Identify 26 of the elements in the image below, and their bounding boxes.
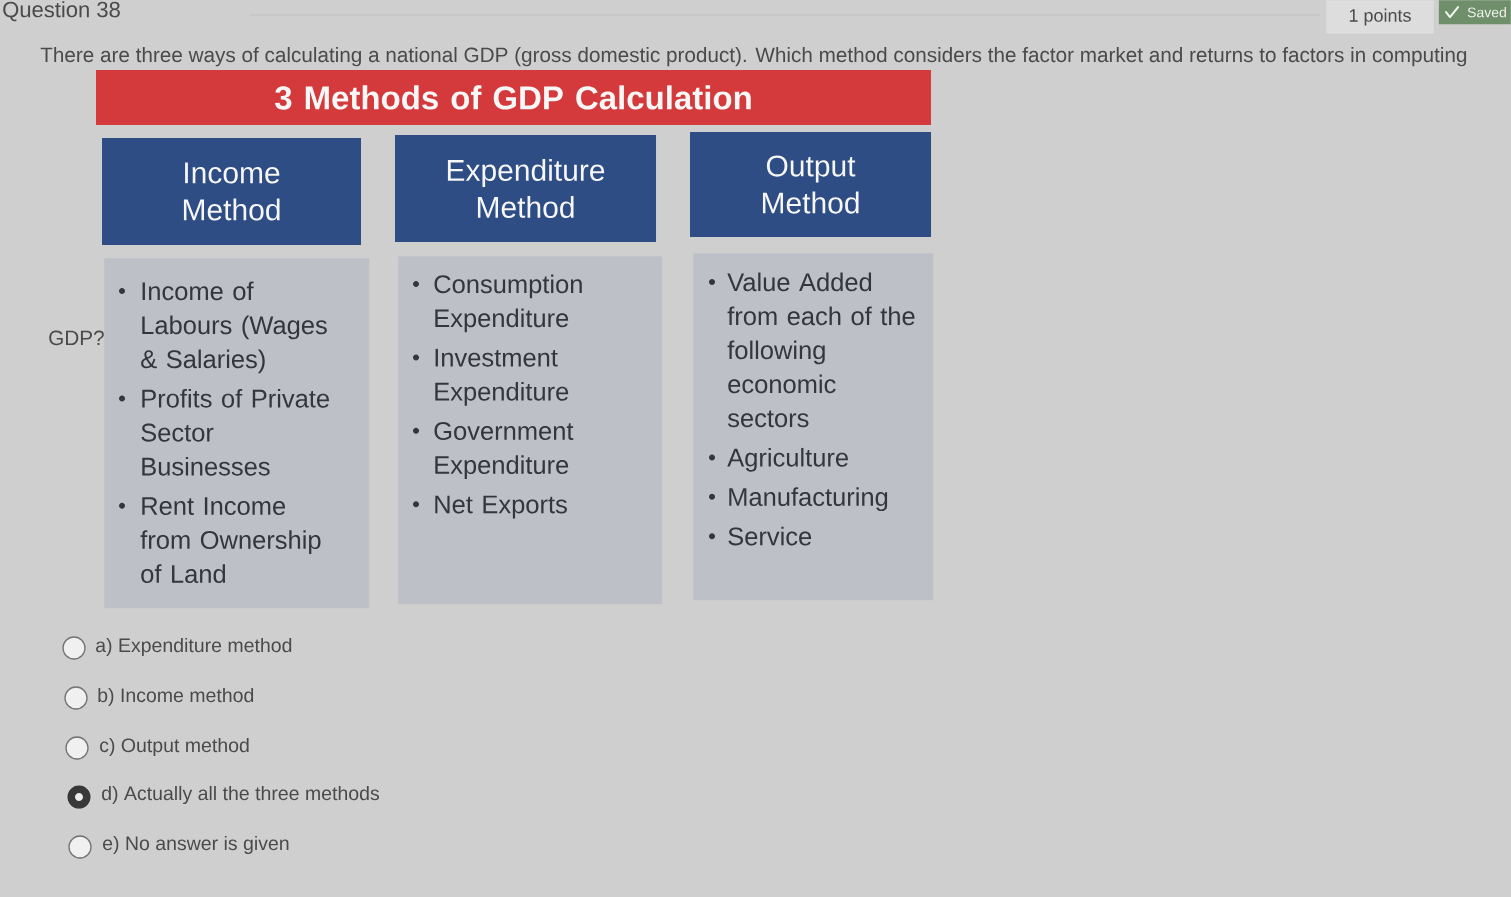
- header-box: Income Method: [102, 138, 361, 245]
- bullet-item: Consumption Expenditure: [434, 274, 582, 333]
- bullet-item: Manufacturing: [729, 487, 888, 512]
- bullet-item: Investment Expenditure: [435, 348, 569, 406]
- bullet-item: Value Added from each of the following economic sectors: [727, 272, 915, 428]
- bullet-item: Agriculture: [727, 447, 848, 472]
- answer-option: a) Expenditure method: [96, 637, 292, 657]
- answer-option: d) Actually all the three methods: [102, 785, 379, 805]
- answer-option: b) Income method: [98, 687, 254, 707]
- title-banner: 3 Methods of GDP Calculation: [96, 70, 931, 125]
- bullet-item: Profits of Private Sector Businesses: [141, 388, 329, 476]
- bullet-item: Service: [728, 526, 812, 546]
- list-panel: [693, 253, 934, 601]
- header-box: Output Method: [690, 132, 931, 237]
- bullet-item: Government Expenditure: [434, 422, 574, 480]
- bullet-item: Income of Labours (Wages & Salaries): [141, 281, 327, 374]
- header-box: Expenditure Method: [395, 135, 656, 242]
- answer-option: c) Output method: [100, 737, 249, 757]
- bullet-item: Net Exports: [435, 495, 567, 519]
- question-number: Question 38: [3, 1, 120, 22]
- points-panel: 1 points: [1325, 0, 1435, 35]
- answer-option: e) No answer is given: [103, 835, 289, 855]
- list-panel: [398, 256, 663, 605]
- saved-button: Saved: [1438, 0, 1511, 25]
- list-panel: [104, 258, 370, 609]
- bullet-item: Rent Income from Ownership of Land: [140, 497, 321, 584]
